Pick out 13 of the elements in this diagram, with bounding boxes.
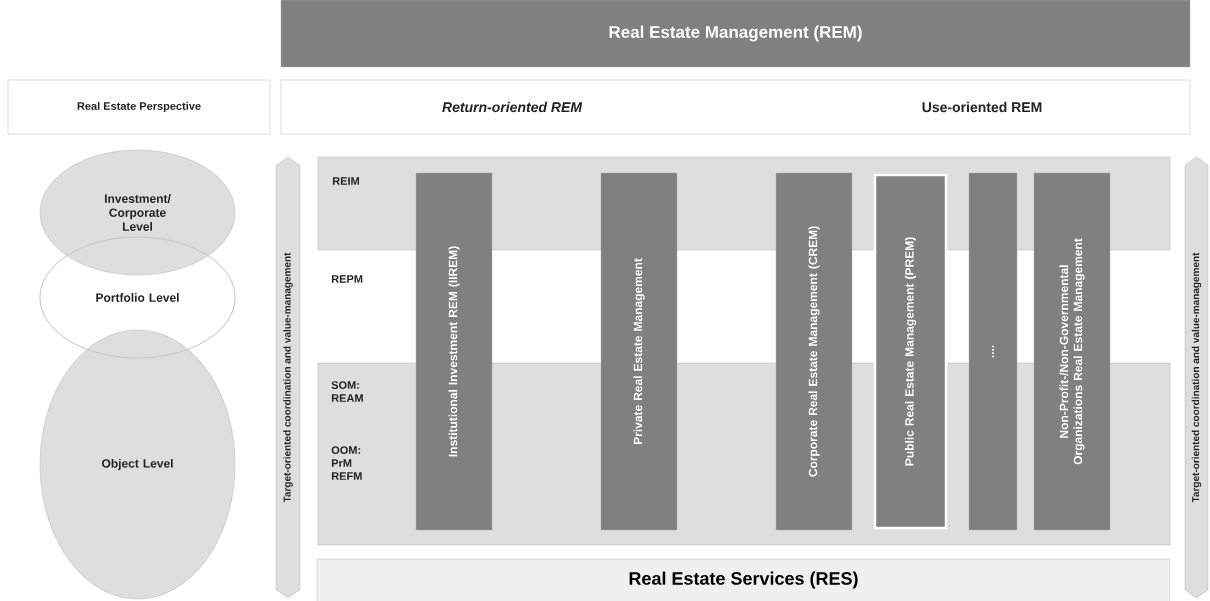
services-bar: Real Estate Services (RES)	[316, 558, 1171, 601]
vertical-bar: Corporate Real Estate Management (CREM)	[775, 172, 853, 531]
perspective-box: Return-oriented REM Use-oriented REM	[280, 79, 1191, 135]
vertical-bar: Institutional Investment REM (IIREM)	[415, 172, 493, 531]
double-arrow-band: Target-oriented coordination and value-management	[275, 156, 301, 599]
vertical-bar: Public Real Estate Management (PREM)	[873, 173, 948, 530]
header-bar: Real Estate Management (REM)	[280, 0, 1191, 68]
label-box: Real Estate Perspective	[7, 79, 271, 135]
row-label: REPM	[331, 275, 363, 283]
vertical-bar: Non-Profit-/Non-Governmental Organizations Real Estate Management	[1033, 172, 1111, 531]
vertical-bar: Private Real Estate Management	[600, 172, 678, 531]
double-arrow-band: Target-oriented coordination and value-management	[1184, 156, 1209, 599]
vertical-bar: ....	[968, 172, 1018, 531]
